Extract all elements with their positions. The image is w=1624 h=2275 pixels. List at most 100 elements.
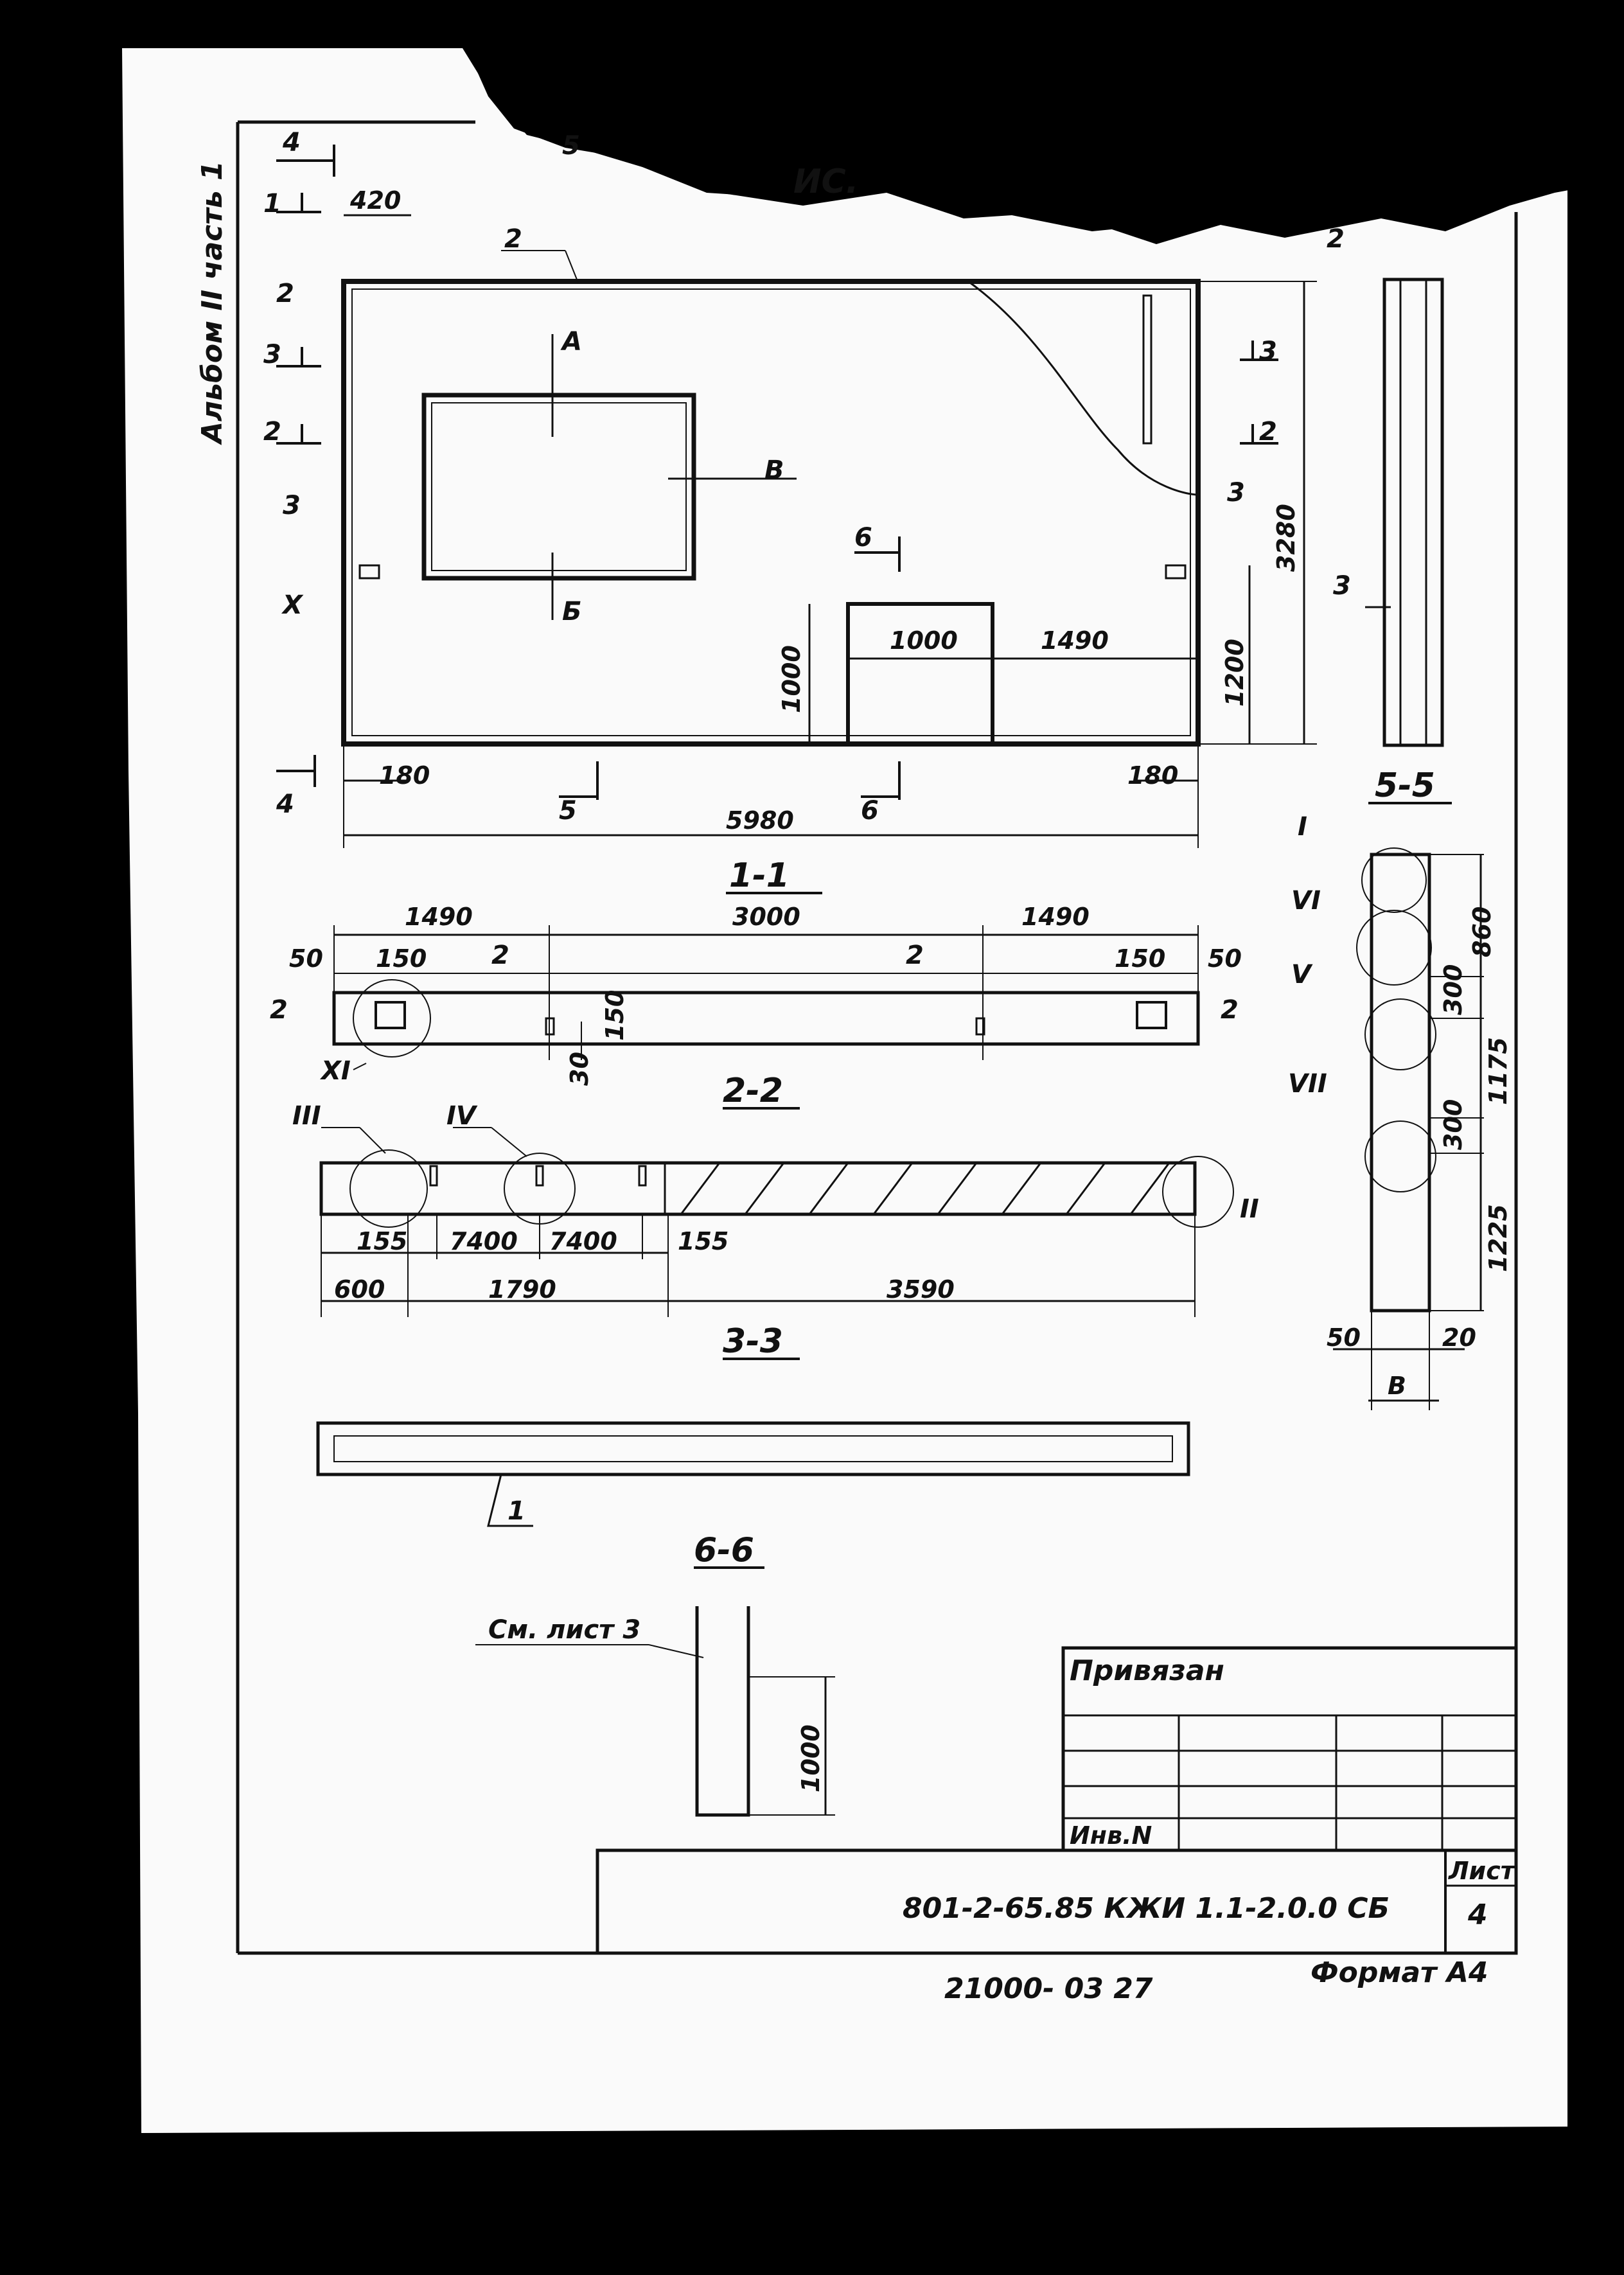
svg-text:1790: 1790	[488, 1275, 556, 1304]
svg-text:300: 300	[1439, 1099, 1467, 1150]
section-2-2-texts: 2-2 155 7400 7400 155 600 1790 3590 III …	[292, 1072, 1259, 1304]
svg-text:VII: VII	[1288, 1069, 1327, 1099]
svg-text:В: В	[764, 456, 784, 485]
svg-text:30: 30	[565, 1052, 594, 1086]
svg-text:6-6: 6-6	[694, 1531, 754, 1570]
section-3-3	[316, 1358, 1190, 1527]
svg-text:2: 2	[491, 941, 509, 970]
plan-view	[276, 145, 1444, 848]
svg-text:1200: 1200	[1221, 639, 1249, 707]
svg-text:1000: 1000	[797, 1724, 825, 1793]
svg-text:1225: 1225	[1484, 1204, 1512, 1272]
svg-text:См. лист 3: См. лист 3	[488, 1615, 640, 1645]
svg-text:6: 6	[854, 523, 872, 553]
svg-text:II: II	[1240, 1194, 1259, 1224]
svg-text:IV: IV	[446, 1101, 478, 1131]
svg-text:1000: 1000	[777, 645, 806, 713]
svg-text:860: 860	[1468, 907, 1496, 957]
svg-text:4: 4	[276, 790, 294, 819]
svg-text:2-2: 2-2	[723, 1072, 783, 1110]
svg-text:1175: 1175	[1484, 1037, 1512, 1105]
svg-text:В: В	[1388, 1372, 1406, 1400]
svg-text:2: 2	[504, 224, 522, 254]
svg-text:5980: 5980	[726, 806, 794, 835]
svg-text:50: 50	[1208, 944, 1242, 973]
svg-text:1-1: 1-1	[729, 856, 790, 895]
svg-text:1490: 1490	[405, 903, 473, 931]
svg-text:50: 50	[1327, 1323, 1361, 1352]
svg-text:20: 20	[1442, 1323, 1476, 1352]
svg-text:3-3: 3-3	[723, 1322, 783, 1361]
svg-text:155: 155	[678, 1227, 728, 1255]
svg-text:2: 2	[1221, 995, 1239, 1025]
title-block-texts: Привязан Инв.N 801-2-65.85 КЖИ 1.1-2.0.0…	[903, 1654, 1516, 1931]
svg-text:1490: 1490	[1041, 626, 1109, 655]
paper	[122, 48, 1567, 2133]
svg-text:3280: 3280	[1272, 504, 1300, 572]
svg-text:7400: 7400	[450, 1227, 518, 1255]
window-opening	[421, 393, 696, 581]
svg-text:600: 600	[334, 1275, 385, 1304]
section-1-1	[332, 892, 1200, 1070]
svg-text:Лист: Лист	[1448, 1857, 1516, 1885]
svg-text:5-5: 5-5	[1375, 766, 1435, 805]
svg-text:7400: 7400	[549, 1227, 617, 1255]
svg-text:Привязан: Привязан	[1070, 1654, 1224, 1687]
svg-text:2: 2	[1327, 224, 1345, 254]
svg-text:180: 180	[379, 761, 430, 790]
svg-text:300: 300	[1439, 964, 1467, 1015]
svg-text:150: 150	[376, 944, 427, 973]
svg-text:3: 3	[283, 491, 301, 520]
svg-text:1: 1	[263, 189, 281, 218]
side-elevation	[1382, 278, 1444, 747]
svg-text:1490: 1490	[1021, 903, 1090, 931]
svg-text:2: 2	[263, 417, 281, 447]
svg-text:420: 420	[349, 186, 401, 215]
svg-text:VI: VI	[1291, 886, 1321, 916]
torn-area	[463, 39, 1624, 244]
svg-text:50: 50	[289, 944, 323, 973]
svg-text:155: 155	[357, 1227, 407, 1255]
svg-text:3: 3	[1227, 478, 1245, 508]
footer: 21000- 03 27 Формат А4	[944, 1956, 1488, 2005]
title-block	[596, 1646, 1518, 1955]
section-5-5	[1333, 802, 1484, 1410]
svg-text:150: 150	[1115, 944, 1165, 973]
svg-text:Формат А4: Формат А4	[1311, 1956, 1488, 1989]
svg-text:2: 2	[270, 995, 288, 1025]
svg-text:6: 6	[861, 796, 879, 826]
section-2-2	[319, 1107, 1234, 1317]
svg-text:5: 5	[559, 796, 577, 826]
svg-text:150: 150	[601, 990, 629, 1041]
svg-text:V: V	[1291, 960, 1313, 989]
door-opening	[846, 602, 994, 744]
svg-text:А: А	[560, 327, 582, 357]
section-3-3-texts: 3-3 1	[508, 1322, 783, 1526]
svg-text:3000: 3000	[732, 903, 800, 931]
section-5-5-texts: 5-5 I VI V VII 860 300 1175 300 1225 50 …	[1288, 766, 1512, 1400]
svg-text:4: 4	[282, 128, 301, 157]
section-6-6-texts: 6-6 См. лист 3 1000	[488, 1531, 825, 1793]
section-6-6	[475, 1566, 835, 1817]
svg-text:801-2-65.85 КЖИ 1.1-2.0.0 СБ: 801-2-65.85 КЖИ 1.1-2.0.0 СБ	[903, 1892, 1390, 1925]
svg-text:Б: Б	[562, 597, 582, 626]
header-fragment: ИС.	[793, 163, 858, 201]
svg-text:2: 2	[1259, 417, 1277, 447]
svg-text:3: 3	[1333, 571, 1351, 601]
svg-text:2: 2	[906, 941, 924, 970]
svg-text:1000: 1000	[890, 626, 958, 655]
plan-texts: 4 1 3 2 5 3 2 6 4 5 6 А Б В 2 2 3 3 Х 2 …	[263, 128, 1351, 835]
svg-text:3: 3	[1259, 337, 1277, 366]
svg-text:3590: 3590	[887, 1275, 955, 1304]
side-label: Альбом II часть 1	[196, 161, 229, 445]
svg-text:180: 180	[1127, 761, 1178, 790]
svg-text:21000- 03 27: 21000- 03 27	[944, 1972, 1153, 2005]
svg-text:Х: Х	[281, 590, 304, 620]
svg-text:ХI: ХI	[319, 1056, 351, 1086]
svg-text:1: 1	[508, 1496, 525, 1526]
svg-text:III: III	[292, 1101, 321, 1131]
section-1-1-texts: 1-1 1490 3000 1490 50 150 150 50 150 30 …	[270, 856, 1242, 1086]
svg-text:5: 5	[562, 131, 580, 161]
svg-text:I: I	[1298, 812, 1307, 842]
